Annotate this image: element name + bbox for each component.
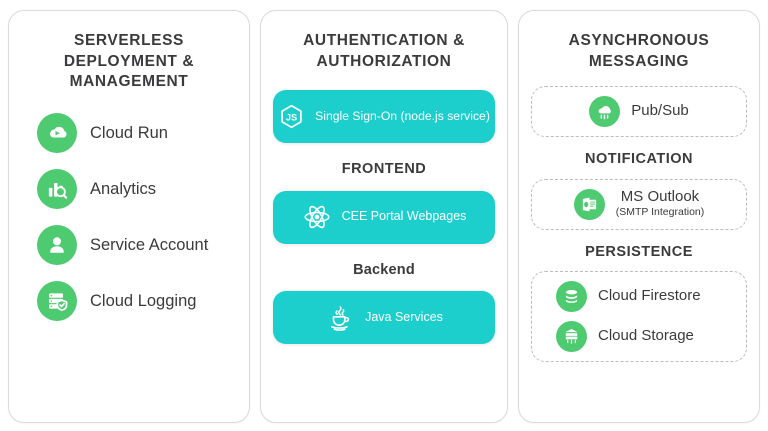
list-item[interactable]: Cloud Firestore (542, 281, 736, 312)
card-title-serverless: SERVERLESS DEPLOYMENT & MANAGEMENT (63, 32, 195, 91)
list-item[interactable]: MS Outlook (SMTP Integration) (542, 188, 736, 220)
pill-label: Single Sign-On (node.js service) (315, 109, 490, 123)
ms-outlook-icon (573, 188, 605, 220)
svg-text:JS: JS (286, 113, 297, 123)
analytics-icon (37, 168, 77, 209)
list-item-label: Cloud Storage (598, 327, 694, 345)
list-item-label-main: MS Outlook (620, 188, 700, 206)
java-icon (325, 303, 355, 333)
card-asynchronous-messaging: ASYNCHRONOUS MESSAGING Pub/Sub (518, 10, 760, 423)
cloud-firestore-icon (556, 281, 587, 312)
pill-label: Java Services (365, 309, 443, 324)
cloud-run-icon (37, 112, 77, 153)
card-authentication: AUTHENTICATION & AUTHORIZATION JS Single… (260, 10, 508, 423)
list-item[interactable]: Cloud Storage (542, 321, 736, 352)
list-item-label: Analytics (90, 179, 157, 198)
pill-label: CEE Portal Webpages (341, 209, 467, 224)
cloud-logging-icon (37, 280, 77, 321)
group-messaging: Pub/Sub (531, 86, 747, 138)
list-item-label: Cloud Firestore (598, 287, 701, 305)
list-item[interactable]: Pub/Sub (542, 96, 736, 128)
card-title-asynchronous-messaging: ASYNCHRONOUS MESSAGING (568, 32, 710, 70)
list-item[interactable]: Analytics (37, 168, 237, 209)
group-persistence: Cloud Firestore Cloud Storag (531, 271, 747, 362)
list-item-label: Cloud Logging (90, 291, 197, 310)
list-item[interactable]: Cloud Logging (37, 280, 237, 321)
section-title-notification: NOTIFICATION (584, 151, 694, 168)
group-notification: MS Outlook (SMTP Integration) (531, 178, 747, 230)
list-item-label: Cloud Run (90, 123, 168, 142)
card-serverless: SERVERLESS DEPLOYMENT & MANAGEMENT Cloud… (8, 10, 250, 423)
pubsub-icon (589, 96, 621, 128)
pill-single-sign-on[interactable]: JS Single Sign-On (node.js service) (273, 90, 495, 144)
card-title-authentication: AUTHENTICATION & AUTHORIZATION (303, 32, 465, 70)
nodejs-icon: JS (278, 103, 305, 130)
list-item-label: Service Account (90, 235, 209, 254)
react-icon (302, 202, 332, 232)
list-item-label: Pub/Sub (631, 102, 689, 120)
pill-java-services[interactable]: Java Services (273, 291, 495, 344)
list-item[interactable]: Service Account (37, 224, 237, 265)
section-title-persistence: PERSISTENCE (585, 243, 693, 260)
cloud-storage-icon (556, 321, 587, 352)
serverless-service-list: Cloud Run Analytics (21, 112, 237, 321)
section-title-backend: Backend (353, 261, 415, 278)
pill-cee-portal-webpages[interactable]: CEE Portal Webpages (273, 190, 495, 244)
list-item-label: MS Outlook (SMTP Integration) (615, 188, 705, 219)
section-title-frontend: FRONTEND (341, 161, 427, 178)
list-item-sublabel: (SMTP Integration) (615, 206, 705, 219)
service-account-icon (37, 224, 77, 265)
list-item[interactable]: Cloud Run (37, 112, 237, 153)
